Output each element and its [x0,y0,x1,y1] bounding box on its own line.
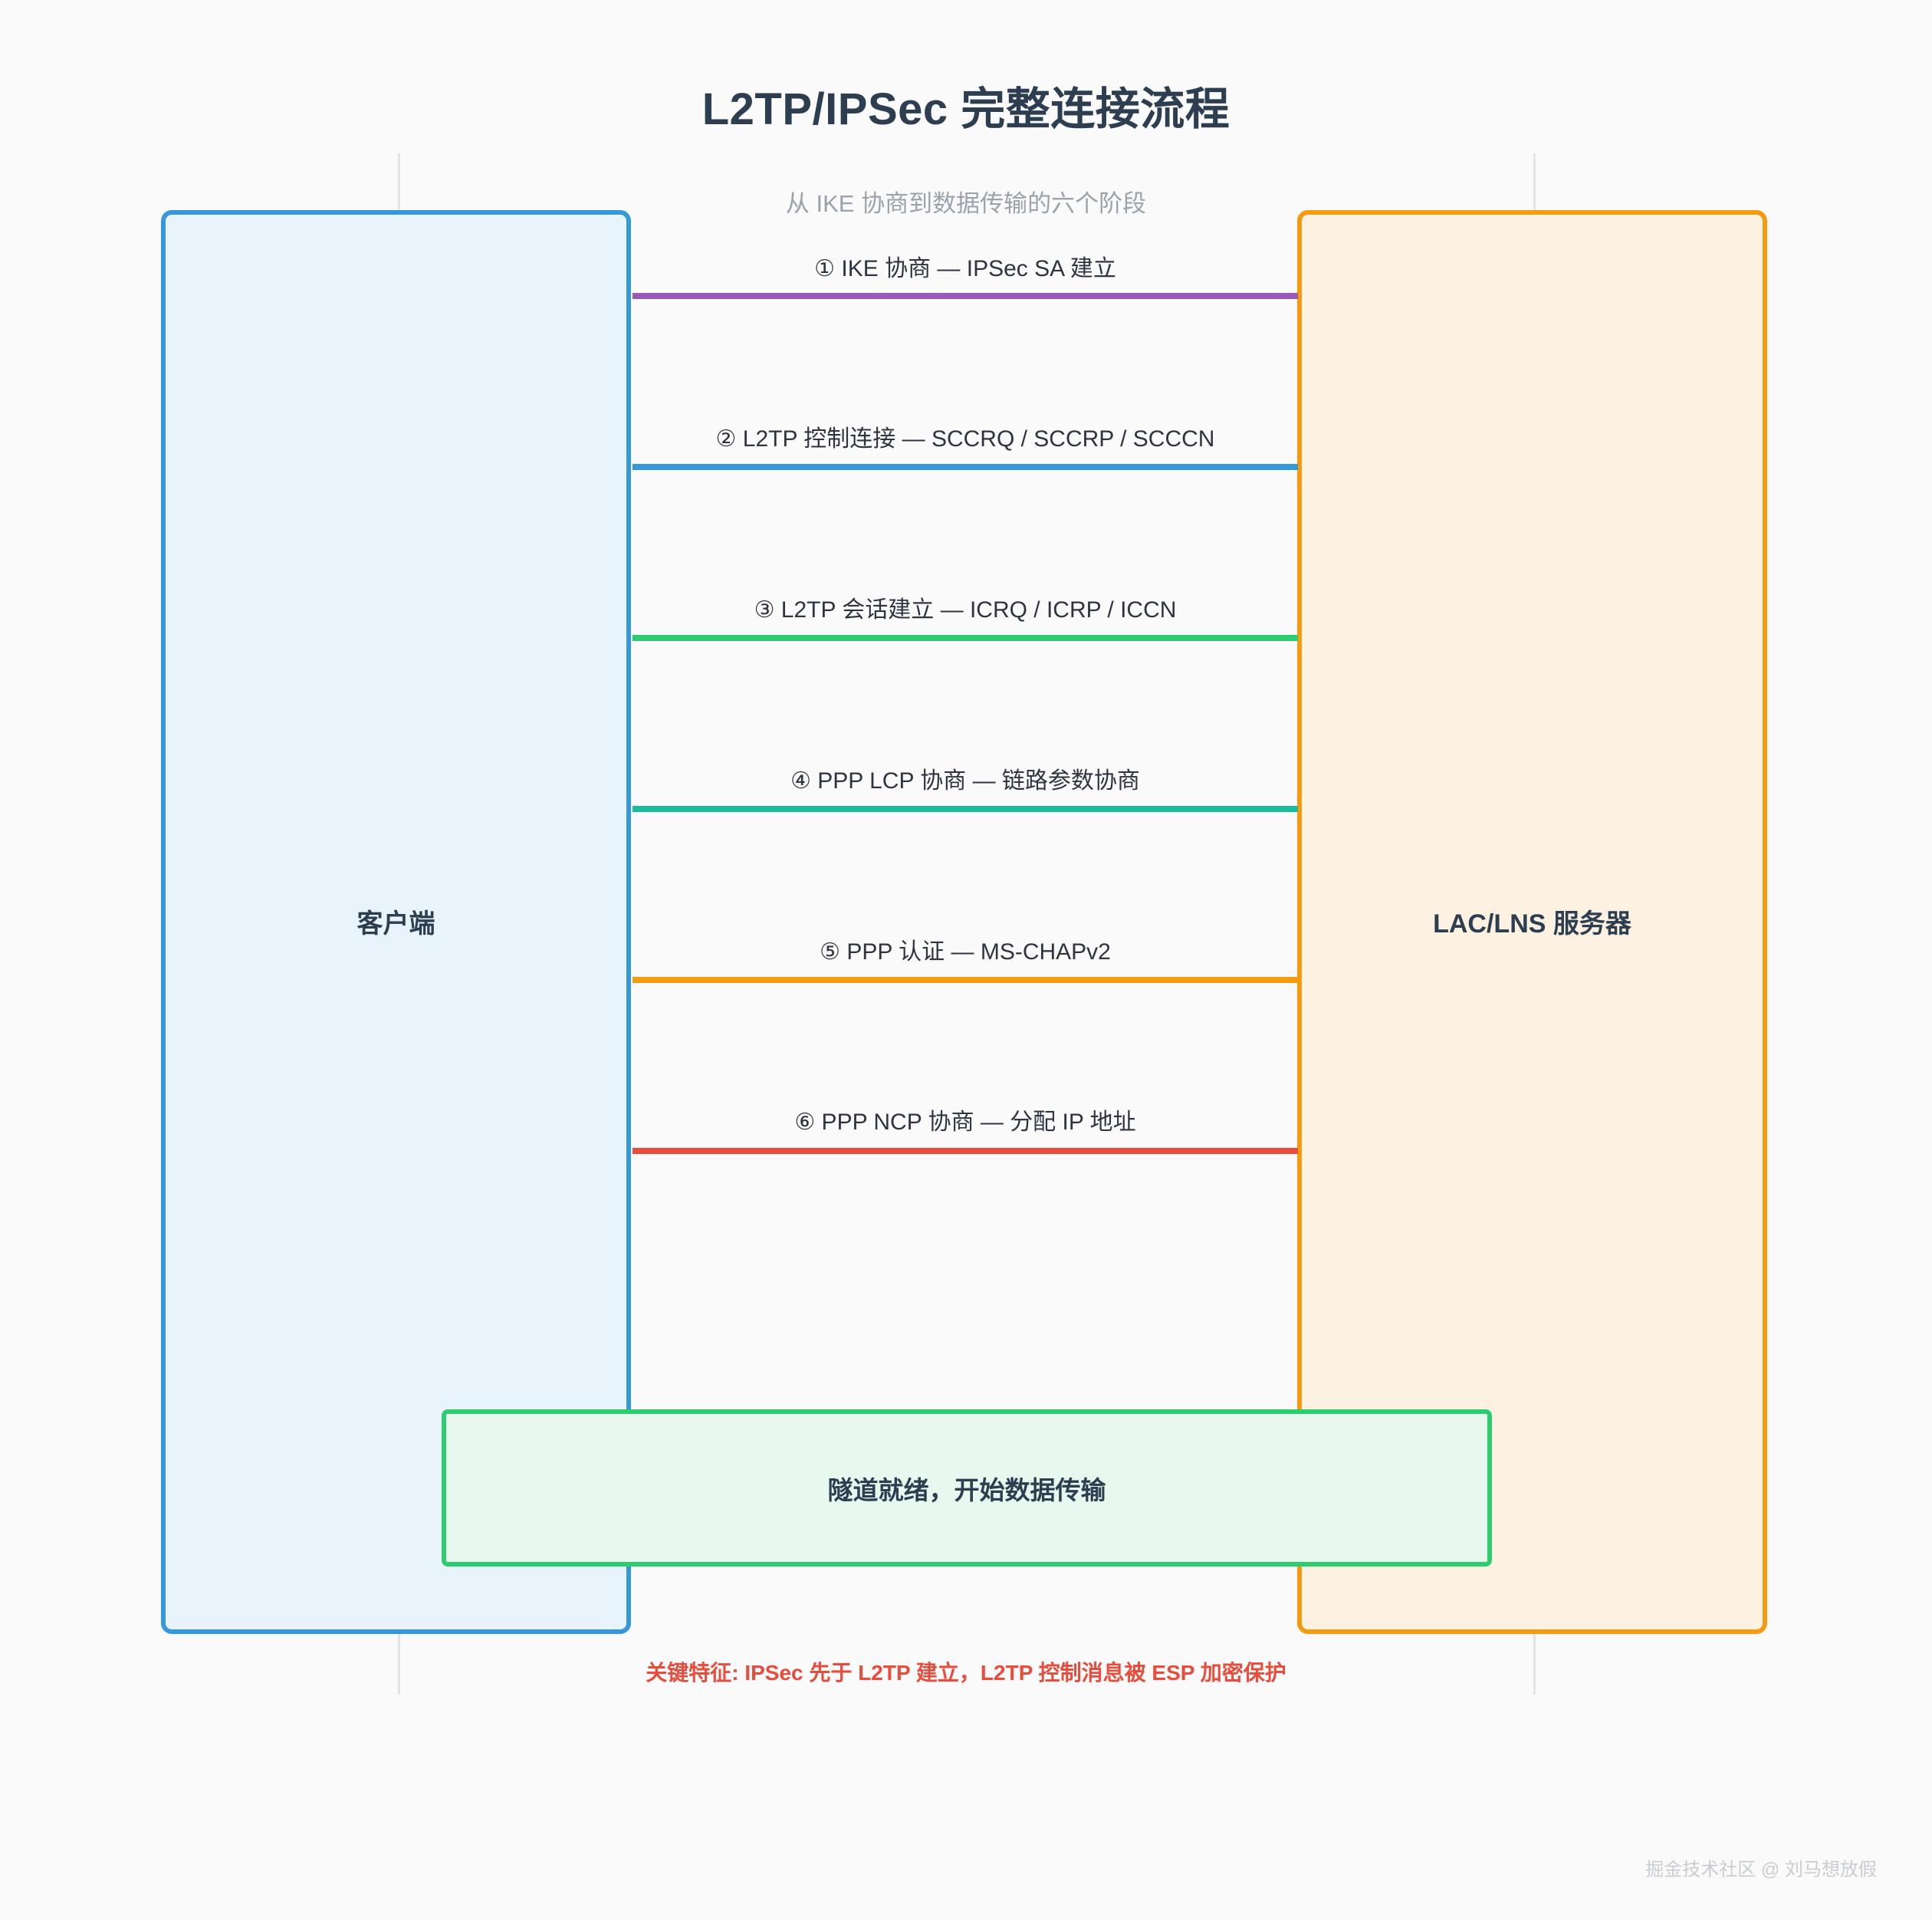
step-line-3 [632,635,1298,641]
step-label-4: ④ PPP LCP 协商 — 链路参数协商 [790,768,1140,794]
watermark: 掘金技术社区 @ 刘马想放假 [1645,1859,1877,1880]
step-label-3: ③ L2TP 会话建立 — ICRQ / ICRP / ICCN [754,597,1177,623]
step-line-1 [632,293,1298,299]
step-label-5: ⑤ PPP 认证 — MS-CHAPv2 [820,939,1111,965]
step-line-4 [632,806,1298,812]
page-title: L2TP/IPSec 完整连接流程 [702,84,1230,134]
actor-client: 客户端 [161,210,631,1634]
step-label-2: ② L2TP 控制连接 — SCCRQ / SCCRP / SCCCN [715,426,1215,452]
actor-server-label: LAC/LNS 服务器 [1433,909,1631,939]
actor-client-label: 客户端 [356,909,435,939]
tunnel-ready-box: 隧道就绪，开始数据传输 [442,1409,1492,1567]
actor-server: LAC/LNS 服务器 [1297,210,1767,1634]
step-line-5 [632,977,1298,983]
key-feature-note: 关键特征: IPSec 先于 L2TP 建立，L2TP 控制消息被 ESP 加密… [646,1661,1286,1685]
page-subtitle: 从 IKE 协商到数据传输的六个阶段 [785,190,1147,217]
tunnel-ready-label: 隧道就绪，开始数据传输 [827,1475,1106,1504]
step-line-2 [632,464,1298,470]
step-line-6 [632,1148,1298,1154]
step-label-6: ⑥ PPP NCP 协商 — 分配 IP 地址 [794,1110,1136,1135]
step-label-1: ① IKE 协商 — IPSec SA 建立 [814,256,1116,281]
